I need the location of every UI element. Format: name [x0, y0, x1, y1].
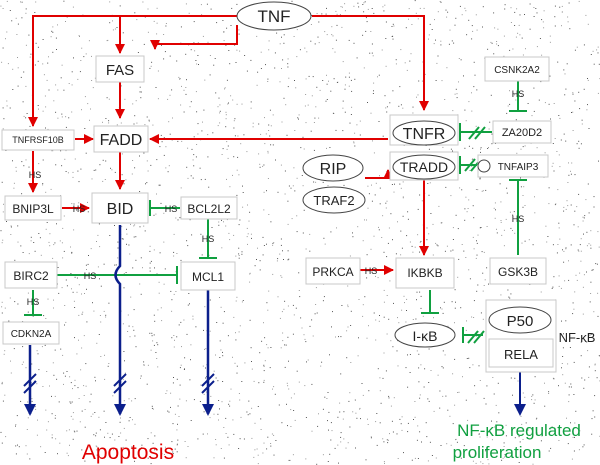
node-prkca-label: PRKCA: [312, 265, 353, 279]
node-za20d2[interactable]: ZA20D2: [492, 120, 552, 144]
node-bid-label: BID: [107, 201, 134, 218]
node-bnip3l-label: BNIP3L: [12, 202, 54, 216]
node-tnfaip3-label: TNFAIP3: [498, 162, 539, 173]
node-fas[interactable]: FAS: [95, 55, 145, 83]
node-rip[interactable]: RIP: [302, 154, 364, 182]
node-csnk2a2[interactable]: CSNK2A2: [484, 56, 550, 82]
node-fas-label: FAS: [106, 62, 134, 79]
node-tnf-label: TNF: [257, 7, 290, 26]
break-marks-blue: [23, 373, 215, 394]
edge-tnf-bus: [28, 15, 237, 127]
node-bcl2l2[interactable]: BCL2L2: [180, 196, 238, 220]
node-p50-label: P50: [507, 313, 534, 330]
node-mcl1[interactable]: MCL1: [180, 261, 236, 291]
node-tnfaip3[interactable]: TNFAIP3: [477, 154, 549, 178]
node-bnip3l[interactable]: BNIP3L: [4, 195, 62, 221]
node-ikbkb-label: IKBKB: [407, 266, 442, 280]
node-birc2[interactable]: BIRC2: [4, 261, 58, 289]
node-tnf[interactable]: TNF: [236, 1, 312, 31]
node-za20d2-label: ZA20D2: [502, 127, 542, 139]
hs-label: HS: [27, 297, 40, 307]
node-tradd[interactable]: TRADD: [389, 151, 459, 181]
node-rela-label: RELA: [504, 347, 538, 362]
node-tnfrsf10b[interactable]: TNFRSF10B: [1, 129, 75, 151]
hs-label: HS: [84, 271, 97, 281]
activation-edges: [28, 15, 429, 275]
node-tnfaip3-marker-icon: [477, 159, 491, 173]
outcome-proliferation-line1: NF-κB regulated: [457, 421, 581, 440]
node-tnfr-label: TNFR: [403, 126, 446, 143]
node-gsk3b[interactable]: GSK3B: [489, 257, 547, 285]
node-traf2[interactable]: TRAF2: [302, 186, 366, 214]
path-bid-apoptosis: [114, 225, 126, 416]
node-mcl1-label: MCL1: [192, 270, 224, 284]
node-tradd-label: TRADD: [400, 159, 448, 175]
node-cdkn2a[interactable]: CDKN2A: [2, 321, 60, 345]
node-rip-label: RIP: [320, 161, 347, 178]
node-bcl2l2-label: BCL2L2: [187, 202, 231, 216]
edge-tnf-fadd: [150, 25, 238, 50]
apoptosis-paths: [24, 225, 214, 416]
hs-label: HS: [73, 204, 86, 214]
node-tnfr[interactable]: TNFR: [389, 114, 459, 146]
outcome-proliferation-line2: proliferation: [453, 443, 542, 462]
hs-label: HS: [202, 234, 215, 244]
node-rela-box: [488, 338, 554, 368]
edge-tnf-tnfr: [312, 15, 429, 111]
node-birc2-label: BIRC2: [13, 269, 49, 283]
node-ikbkb[interactable]: IKBKB: [395, 257, 455, 289]
node-ikb-label: I-κB: [413, 328, 438, 344]
node-p50-oval: [488, 306, 552, 334]
hs-label: HS: [165, 204, 178, 214]
node-prkca[interactable]: PRKCA: [305, 257, 361, 285]
node-csnk2a2-label: CSNK2A2: [494, 65, 540, 76]
hs-label: HS: [365, 266, 378, 276]
hs-label: HS: [512, 89, 525, 99]
node-cdkn2a-label: CDKN2A: [11, 329, 52, 340]
hs-label: HS: [512, 214, 525, 224]
node-nfkb-complex[interactable]: P50 RELA: [485, 299, 557, 373]
node-fadd[interactable]: FADD: [93, 125, 149, 153]
node-fadd-label: FADD: [100, 132, 143, 149]
hs-label: HS: [29, 170, 42, 180]
node-bid[interactable]: BID: [91, 192, 149, 224]
node-traf2-label: TRAF2: [313, 193, 354, 208]
node-tnfrsf10b-label: TNFRSF10B: [12, 135, 64, 145]
edge-rip-tradd: [365, 169, 393, 179]
hs-labels: HS HS HS HS HS HS HS HS HS: [27, 89, 525, 307]
node-gsk3b-label: GSK3B: [498, 265, 538, 279]
node-ikb[interactable]: I-κB: [394, 322, 456, 348]
nfkb-complex-label: NF-κB: [559, 330, 596, 345]
outcome-apoptosis: Apoptosis: [82, 441, 174, 464]
